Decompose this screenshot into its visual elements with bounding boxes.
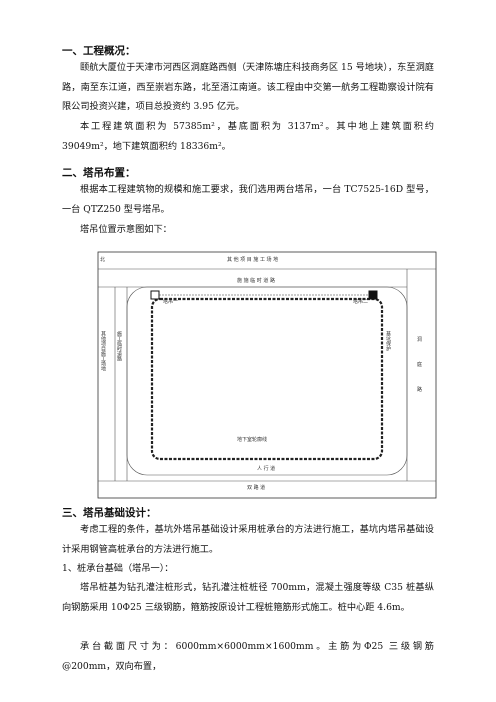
crane-layout-diagram: 北 其 他 项 目 施 工 场 地 施 施 临 时 道 路 其他项目施工场地 施… — [97, 251, 437, 499]
inner-road-label: 施 施 临 时 道 路 — [237, 277, 275, 284]
left-area-label: 其他项目施工场地 — [100, 331, 106, 371]
sidewalk-label: 人 行 道 — [257, 465, 275, 472]
crane-2-label: 塔吊二 — [353, 298, 368, 305]
tower-crane-1-marker — [150, 290, 160, 300]
section2-paragraph-2: 塔吊位置示意图如下： — [80, 224, 172, 235]
section3-item-1: 1、桩承台基础（塔吊一）： — [62, 563, 174, 574]
foundation-pit-outline — [150, 297, 384, 461]
section3-paragraph-2: 塔吊桩基为钻孔灌注桩形式，钻孔灌注桩桩径 700mm，混凝土强度等级 C35 桩… — [62, 582, 434, 613]
top-area-label: 其 他 项 目 施 工 场 地 — [227, 256, 278, 263]
north-label: 北 — [100, 256, 105, 263]
section1-heading: 一、工程概况： — [62, 45, 136, 57]
section2-paragraph-1: 根据本工程建筑物的规模和施工要求，我们选用两台塔吊，一台 TC7525-16D … — [62, 184, 434, 215]
section3-paragraph-1: 考虑工程的条件，基坑外塔吊基础设计采用桩承台的方法进行施工，基坑内塔吊基础设计采… — [62, 524, 434, 555]
section3-paragraph-3: 承台截面尺寸为：6000mm×6000mm×1600mm。主筋为Φ25 三级钢筋… — [62, 641, 434, 672]
section3-heading: 三、塔吊基础设计： — [62, 507, 157, 519]
section2-heading: 二、塔吊布置： — [62, 167, 136, 179]
road-label: 双 路 道 — [247, 484, 265, 491]
crane-1-label: 塔吊一 — [163, 298, 178, 305]
right-road-label-2: 庭 — [417, 361, 422, 368]
section1-paragraph-2: 本工程建筑面积为 57385m²，基底面积为 3137m²。其中地上建筑面积约 … — [62, 121, 434, 152]
basement-outline-label: 地下室轮廓线 — [237, 436, 267, 443]
section1-paragraph-1: 颐航大厦位于天津市河西区洞庭路西侧（天津陈塘庄科技商务区 15 号地块），东至洞… — [62, 62, 434, 112]
right-road-label-3: 路 — [417, 386, 422, 393]
right-road-label-1: 洞 — [417, 336, 422, 343]
tower-crane-2-marker — [368, 290, 378, 300]
left-road-label: 施工临时道路 — [116, 330, 122, 362]
right-inner-label: 基坑保护 — [385, 330, 391, 352]
diagram-frame — [97, 251, 437, 499]
